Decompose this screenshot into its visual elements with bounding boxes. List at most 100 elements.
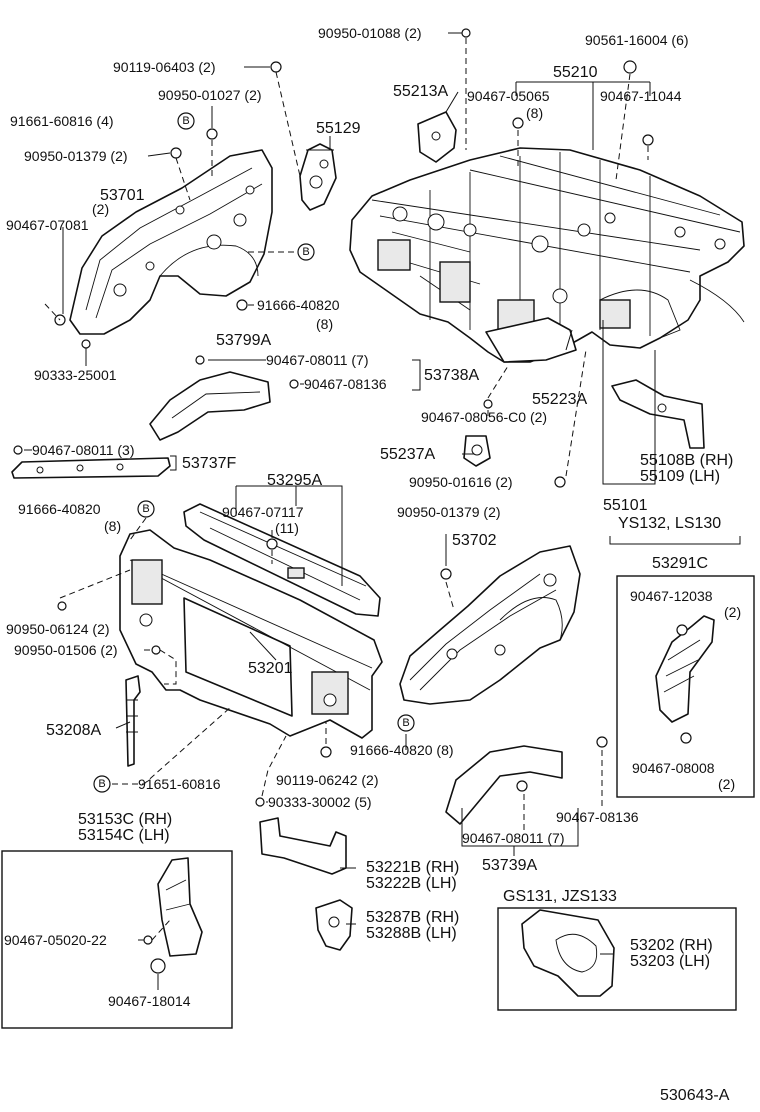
label-diagram-id: 530643-A (660, 1087, 730, 1104)
dash-panel-55210 (349, 147, 745, 363)
label-90467-08008: 90467-08008 (632, 760, 715, 776)
label-55237A: 55237A (380, 446, 435, 463)
callout-b-4: B (402, 717, 409, 729)
fasteners (13, 28, 692, 974)
leader-lines (24, 32, 741, 990)
fastener-90950-01088 (461, 28, 471, 38)
fastener-90467-08056 (483, 399, 493, 409)
label-90950-01379-a: 90950-01379 (2) (24, 148, 128, 164)
bracket-55237A (463, 435, 491, 467)
fastener-90333-30002 (255, 797, 265, 807)
label-qty-2-08008: (2) (718, 776, 735, 792)
inner-apron-53202 (521, 909, 615, 997)
label-53737F: 53737F (182, 455, 236, 472)
label-90467-08136-a: 90467-08136 (304, 376, 387, 392)
label-53202: 53202 (RH) (630, 937, 713, 954)
label-90119-06242: 90119-06242 (2) (276, 772, 378, 788)
fastener-90467-05020-22 (143, 935, 153, 945)
label-90467-12038: 90467-12038 (630, 588, 713, 604)
label-90333-25001: 90333-25001 (34, 367, 117, 383)
label-90467-18014: 90467-18014 (108, 993, 191, 1009)
fastener-91666-40820-a (236, 299, 248, 311)
support-53295A (183, 503, 381, 617)
label-53288B: 53288B (LH) (366, 925, 457, 942)
label-90467-08136-b: 90467-08136 (556, 809, 639, 825)
label-53738A: 53738A (424, 367, 479, 384)
label-53221B: 53221B (RH) (366, 859, 459, 876)
label-90467-05020-22: 90467-05020-22 (4, 932, 107, 948)
label-55213A: 55213A (393, 83, 448, 100)
label-90950-01379-b: 90950-01379 (2) (397, 504, 501, 520)
fastener-90467-08011-a (195, 355, 205, 365)
label-qty-8-40820: (8) (316, 316, 333, 332)
frame-gs131-jzs133 (497, 907, 737, 1011)
label-55101: 55101 (603, 497, 648, 514)
label-55210: 55210 (553, 64, 598, 81)
label-91666-40820-c: 91666-40820 (8) (350, 742, 454, 758)
label-90467-07081: 90467-07081 (6, 217, 89, 233)
label-53203: 53203 (LH) (630, 953, 710, 970)
fastener-90119-06403 (270, 61, 282, 73)
label-91661-60816: 91661-60816 (4) (10, 113, 114, 129)
label-ys132-ls130: YS132, LS130 (618, 515, 721, 532)
label-90119-06403: 90119-06403 (2) (113, 59, 215, 75)
label-qty-2-53701: (2) (92, 201, 109, 217)
brace-55108B (611, 379, 705, 449)
fastener-90950-01027 (206, 128, 218, 140)
label-91666-40820-b: 91666-40820 (18, 501, 101, 517)
fastener-90467-08136-b (596, 736, 608, 748)
fastener-90467-08136-a (289, 379, 299, 389)
fastener-90950-06124 (57, 601, 67, 611)
label-90467-08011-b: 90467-08011 (3) (32, 442, 134, 458)
fastener-90119-06242 (320, 746, 332, 758)
panel-55213A (417, 111, 457, 163)
label-90467-07117: 90467-07117 (222, 504, 304, 520)
callout-b-3: B (142, 503, 149, 515)
part-labels: 90950-01088 (2) 90561-16004 (6) 90119-06… (4, 25, 741, 1104)
label-90950-06124: 90950-06124 (2) (6, 621, 110, 637)
label-53291C: 53291C (652, 555, 708, 572)
label-qty-8-40820-b: (8) (104, 518, 121, 534)
label-90467-05065: 90467-05065 (467, 88, 550, 104)
bracket-53221B (259, 817, 347, 875)
label-53208A: 53208A (46, 722, 101, 739)
label-55223A: 55223A (532, 391, 587, 408)
label-90467-08011-c: 90467-08011 (7) (462, 830, 564, 846)
fastener-90467-08011-b (13, 445, 23, 455)
label-91651-60816: 91651-60816 (138, 776, 221, 792)
label-53287B: 53287B (RH) (366, 909, 459, 926)
label-qty-8-05065: (8) (526, 105, 543, 121)
fastener-90950-01379-b (440, 568, 452, 580)
label-90333-30002: 90333-30002 (5) (268, 794, 372, 810)
callout-b-circles: B B B B B (93, 112, 415, 793)
callout-b-5: B (98, 778, 105, 790)
label-91666-40820-a: 91666-40820 (257, 297, 340, 313)
apron-53701 (69, 149, 273, 335)
label-53154C: 53154C (LH) (78, 827, 170, 844)
label-90467-08056: 90467-08056-C0 (2) (421, 409, 547, 425)
bracket-53287B (315, 899, 353, 951)
fastener-90467-11044 (642, 134, 654, 146)
label-gs131-jzs133: GS131, JZS133 (503, 888, 617, 905)
label-90950-01616: 90950-01616 (2) (409, 474, 513, 490)
apron-53702 (399, 545, 581, 705)
fastener-90467-18014 (150, 958, 166, 974)
label-55108B: 55108B (RH) (640, 452, 733, 469)
bracket-53153C (157, 857, 203, 957)
label-53153C: 53153C (RH) (78, 811, 172, 828)
label-90561-16004: 90561-16004 (6) (585, 32, 689, 48)
fastener-90467-07117 (266, 538, 278, 550)
fastener-90950-01506 (151, 645, 161, 655)
label-53739A: 53739A (482, 857, 537, 874)
rod-53208A (125, 675, 141, 767)
label-53222B: 53222B (LH) (366, 875, 457, 892)
label-53201: 53201 (248, 660, 293, 677)
fastener-90333-25001 (81, 339, 91, 349)
label-90950-01506: 90950-01506 (2) (14, 642, 118, 658)
fastener-90467-08008 (680, 732, 692, 744)
label-90950-01088: 90950-01088 (2) (318, 25, 422, 41)
label-90467-08011-a: 90467-08011 (7) (266, 352, 368, 368)
bracket-55129 (299, 143, 337, 211)
duct-55223A (485, 317, 577, 363)
